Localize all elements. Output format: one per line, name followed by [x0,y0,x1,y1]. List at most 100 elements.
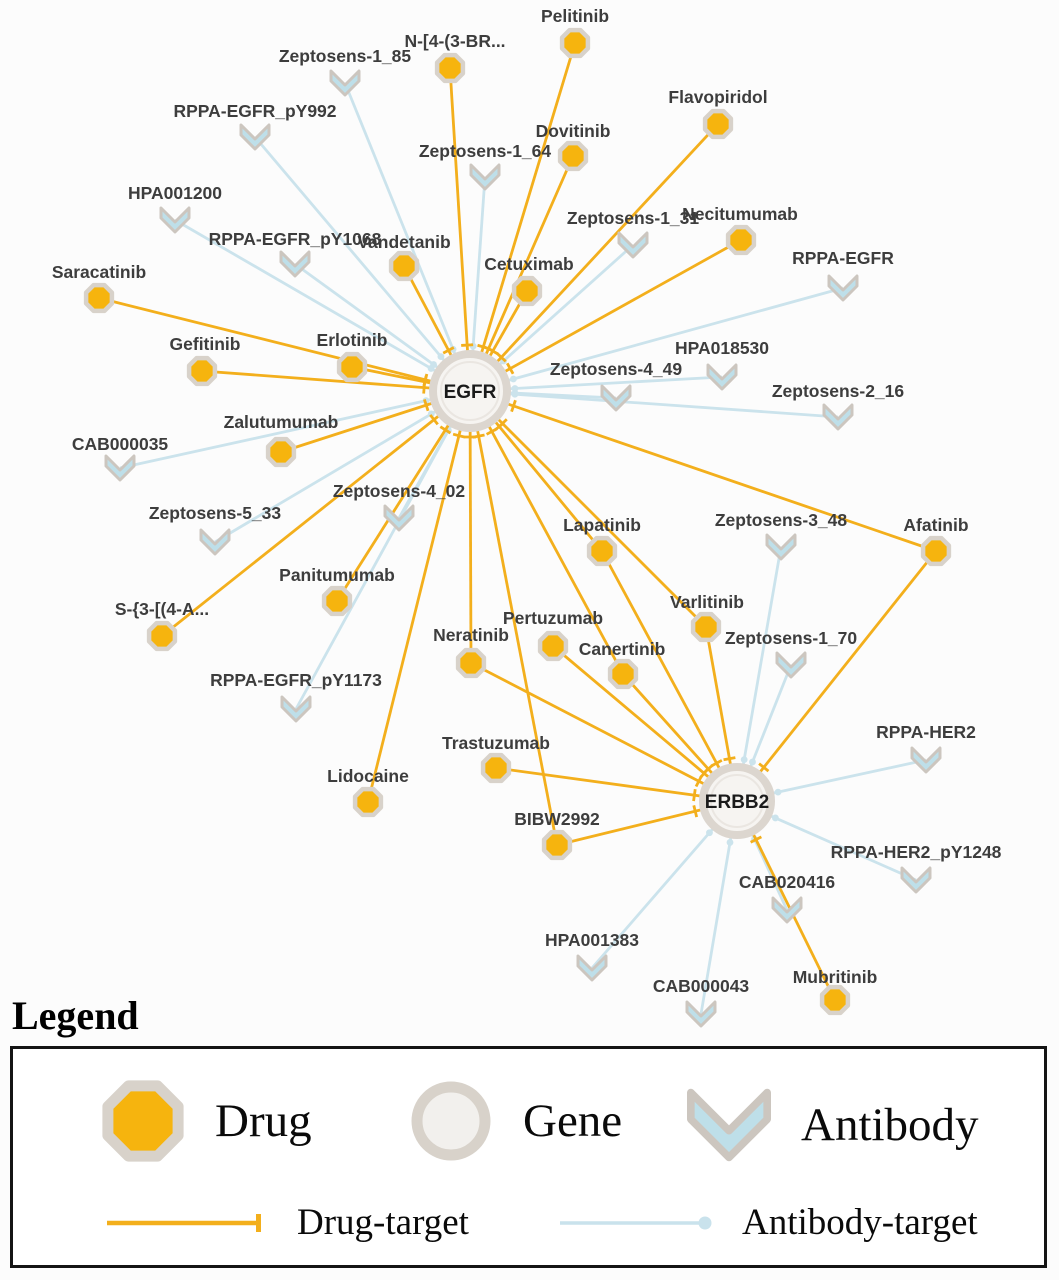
drug-node [321,585,353,617]
drug-target-edge [552,644,738,803]
gene-node [699,763,775,839]
drug-target-edge [335,390,472,602]
antibody-target-edge [253,136,472,392]
node-label: BIBW2992 [514,809,600,829]
drug-icon [102,1080,184,1162]
drug-target-edge [469,389,937,553]
antibody-node [469,163,501,191]
legend-antibody-label: Antibody [801,1099,979,1151]
drug-edge-tee [723,756,736,762]
drug-node [557,140,589,172]
drug-edge-tee [506,362,515,375]
node-label: Mubritinib [793,967,878,987]
drug-target-edge [366,390,472,803]
node-label: Necitumumab [682,204,798,224]
antibody-edge-dot [509,375,517,383]
drug-node [819,984,851,1016]
drug-edge-tee [429,414,439,426]
node-label: Erlotinib [317,330,388,350]
node-label: Dovitinib [536,121,611,141]
antibody-node [706,363,738,391]
drug-node [480,752,512,784]
node-label: RPPA-HER2_pY1248 [831,842,1002,862]
drug-node [725,224,757,256]
drug-edge-tee [495,352,507,363]
node-label: CAB000035 [72,434,169,454]
drug-edge-tee [452,432,466,439]
drug-node [511,275,543,307]
node-label: Lidocaine [327,766,409,786]
antibody-target-edge [119,389,471,470]
antibody-node [822,403,854,431]
legend-title: Legend [12,993,139,1038]
antibody-node [775,651,807,679]
drug-target-edge [469,390,707,628]
drug-edge-tee [439,425,452,435]
antibody-target-edge [469,389,839,419]
antibody-node [765,533,797,561]
drug-edge-tee [472,433,485,439]
drug-target-edge [735,550,938,802]
drug-target-edge [468,390,625,675]
drug-target-edge [468,42,577,392]
drug-node [586,535,618,567]
node-label: Varlitinib [670,592,744,612]
drug-node [537,630,569,662]
drug-target-edge [470,661,738,803]
drug-target-edge [495,766,738,803]
antibody-node [617,231,649,259]
drug-node [336,351,368,383]
antibody-node [104,454,136,482]
node-label: Pertuzumab [503,608,603,628]
drug-edge-tee [510,399,517,413]
antibody-node [685,1000,717,1028]
drug-node [265,436,297,468]
legend-antibody-target-item: Antibody-target [558,1201,978,1244]
drug-edge-tee [422,375,428,388]
antibody-edge-dot [772,814,779,822]
label-layer: PelitinibN-[4-(3-BR...DovitinibFlavopiri… [52,6,1002,996]
drug-target-edge [468,390,559,846]
node-label: RPPA-EGFR_pY1173 [210,670,382,690]
drug-node [352,786,384,818]
node-label: Zeptosens-1_85 [279,46,412,66]
drug-edge-tee [485,427,498,436]
antibody-edge-dot [774,788,782,796]
drug-node [541,829,573,861]
legend-box: Drug Gene Antibody Drug-target [10,1046,1047,1268]
node-label: Zeptosens-5_33 [149,503,282,523]
drug-node [607,658,639,690]
node-label: Zeptosens-4_02 [333,481,466,501]
gene-node-inner-ring [440,361,500,421]
node-label: Neratinib [433,625,509,645]
antibody-edge-dot [511,390,519,398]
drug-edge-tee [461,343,474,347]
gene-label: ERBB2 [705,792,769,813]
legend-drug-item: Drug [95,1073,312,1169]
drug-node [920,535,952,567]
drug-edge-tee [710,759,723,768]
antibody-node [383,504,415,532]
node-label: Flavopiridol [668,87,767,107]
drug-edge-tee [692,805,699,818]
antibody-node [827,274,859,302]
antibody-target-line-icon [560,1216,712,1229]
gene-label: EGFR [444,382,497,403]
node-label: Zeptosens-1_31 [567,208,700,228]
antibody-edge-dot [437,353,445,361]
drug-target-edge [161,389,471,638]
node-label: Zeptosens-2_16 [772,381,905,401]
antibody-target-edge [214,389,471,544]
drug-target-edge [600,550,739,802]
antibody-node [279,250,311,278]
node-label: Gefitinib [170,334,241,354]
node-label: HPA001383 [545,930,639,950]
node-label: Pelitinib [541,6,609,26]
gene-node [429,350,511,432]
node-label: Zalutumumab [224,412,339,432]
node-label: Trastuzumab [442,733,550,753]
drug-node [690,611,722,643]
node-label: CAB000043 [653,976,750,996]
antibody-node [280,695,312,723]
